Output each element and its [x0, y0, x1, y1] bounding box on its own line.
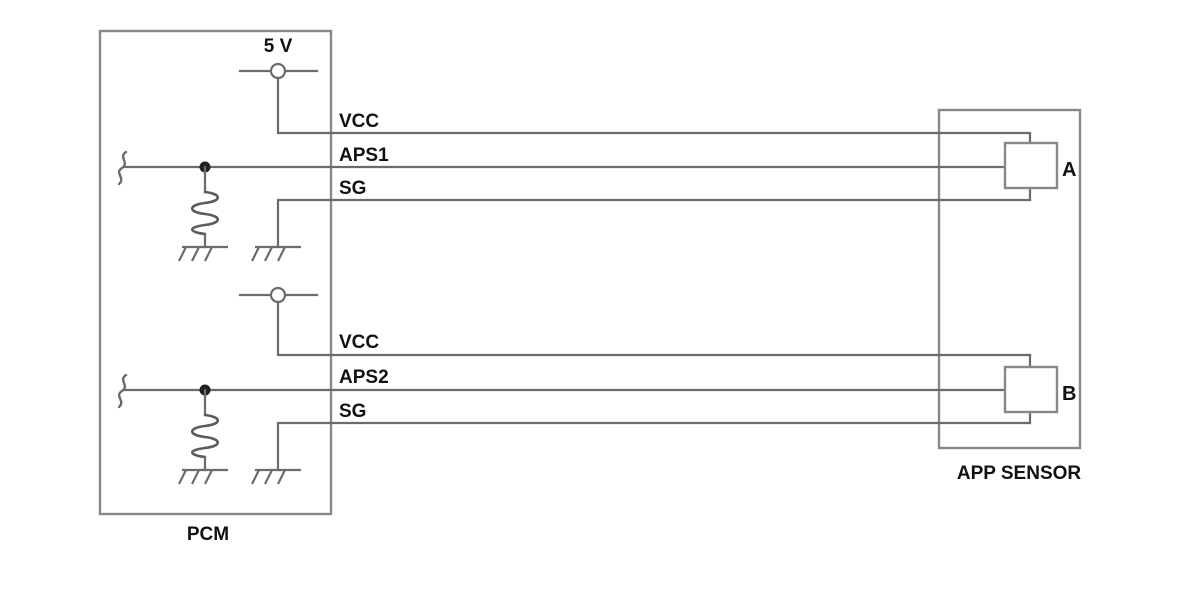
ground-icon-a1 — [178, 245, 228, 262]
wire-vcc-b — [276, 300, 1032, 357]
supply-voltage-label: 5 V — [264, 36, 293, 57]
ground-icon-b1 — [178, 468, 228, 485]
ground-icon-b2 — [251, 468, 301, 485]
open-terminal-circle-icon-a — [269, 62, 287, 80]
signal-label-aps1: APS1 — [339, 145, 389, 166]
wire-sg-b — [276, 421, 1032, 472]
resistor-coil-icon-b — [190, 413, 220, 459]
sensor-element-a — [1003, 141, 1059, 190]
signal-label-vcc-top: VCC — [339, 111, 379, 132]
ground-icon-a2 — [251, 245, 301, 262]
sensor-label-a: A — [1062, 159, 1076, 181]
signal-label-aps2: APS2 — [339, 367, 389, 388]
wire-sg-a — [276, 198, 1032, 249]
sensor-element-b — [1003, 365, 1059, 414]
signal-label-sg-top: SG — [339, 178, 366, 199]
pcm-enclosure — [98, 29, 333, 516]
block-label-pcm: PCM — [187, 524, 229, 545]
wire-break-squiggle-icon-a — [117, 150, 128, 186]
sensor-label-b: B — [1062, 383, 1076, 405]
open-terminal-circle-icon-b — [269, 286, 287, 304]
signal-label-sg-bottom: SG — [339, 401, 366, 422]
wire-vcc-a — [276, 76, 1032, 135]
block-label-app-sensor: APP SENSOR — [957, 463, 1082, 484]
wire-break-squiggle-icon-b — [117, 373, 128, 409]
resistor-coil-icon-a — [190, 190, 220, 236]
signal-label-vcc-bottom: VCC — [339, 332, 379, 353]
